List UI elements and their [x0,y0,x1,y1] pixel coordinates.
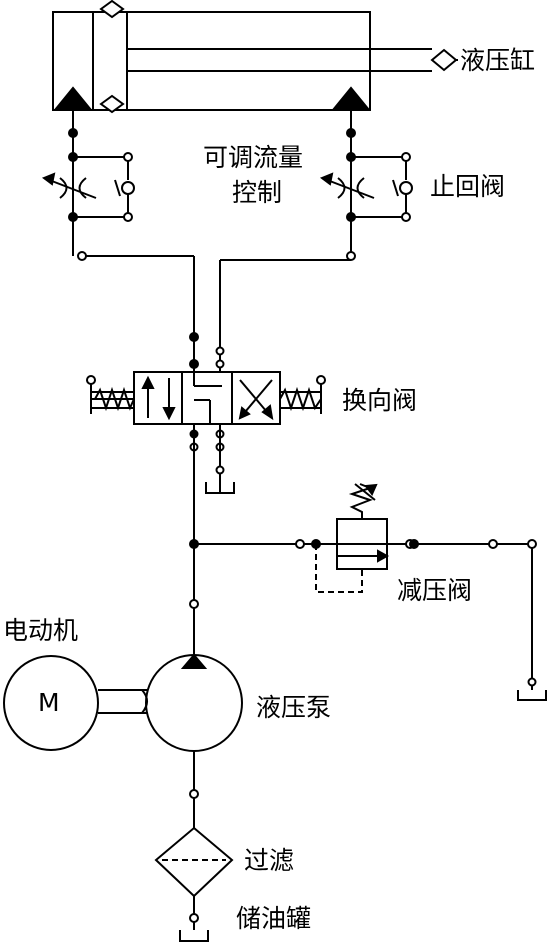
flow-control-label-line1: 可调流量 [203,143,304,172]
motor-symbol: M [38,688,60,717]
pump-label: 液压泵 [256,693,332,722]
left-flow-control-valve [41,110,135,261]
directional-valve-label: 换向阀 [342,386,418,415]
hydraulic-pump [145,653,243,828]
electric-motor [3,655,148,751]
pressure-line [189,424,532,654]
tank-label: 储油罐 [236,904,312,933]
motor-label: 电动机 [3,616,79,645]
supply-return-lines [86,255,351,372]
right-flow-control-valve [319,110,413,261]
directional-valve [86,371,326,494]
filter-label: 过滤 [244,846,295,875]
cylinder-label: 液压缸 [460,46,536,75]
flow-control-label-line2: 控制 [232,178,283,207]
hydraulic-cylinder [52,0,458,114]
check-valve-label: 止回阀 [430,172,506,201]
pressure-reducing-valve-label: 减压阀 [397,576,473,605]
pressure-reducing-valve [315,483,547,701]
oil-tank [179,913,209,942]
